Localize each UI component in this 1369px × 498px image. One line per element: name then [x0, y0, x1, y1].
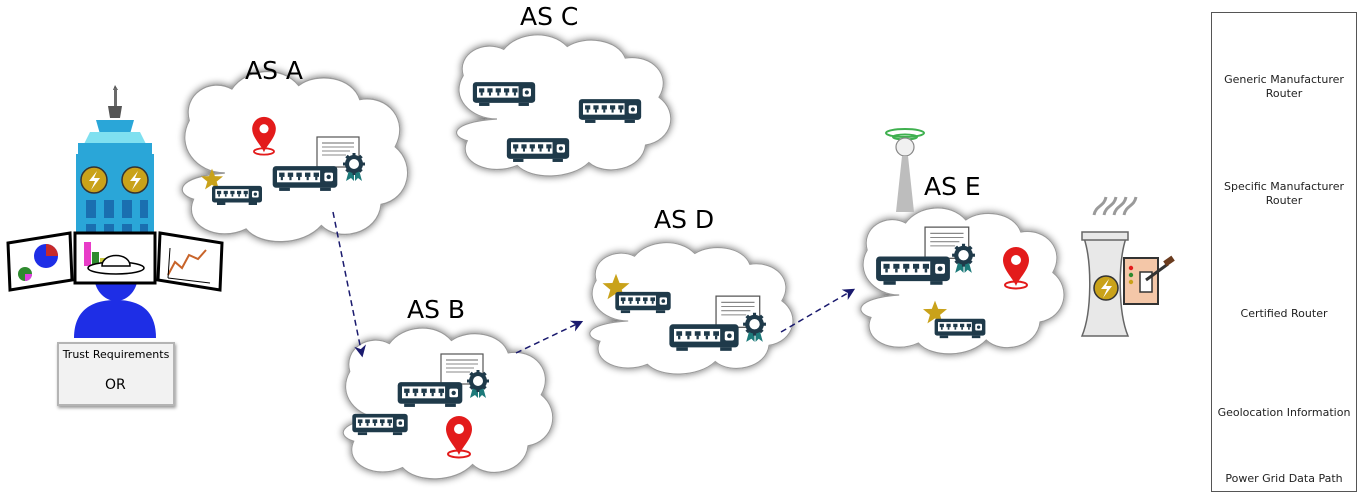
legend-data-path-label: Power Grid Data Path — [1225, 472, 1343, 485]
power-plant-icon — [1080, 196, 1175, 337]
legend-geolocation-label: Geolocation Information — [1217, 406, 1351, 419]
router-icon — [615, 291, 671, 314]
monitor-right-icon — [156, 231, 224, 292]
legend-generic-router-label: Generic Manufacturer Router — [1224, 73, 1344, 100]
as-a-label: AS A — [245, 56, 304, 85]
trust-or-text: OR — [105, 377, 126, 393]
router-icon — [578, 99, 642, 123]
router-icon — [506, 138, 570, 162]
router-icon — [212, 185, 262, 205]
cell-tower-icon — [885, 128, 925, 212]
power-grid-data-path — [332, 211, 856, 358]
router-icon — [472, 82, 536, 106]
certified-router-icon — [397, 382, 463, 407]
certified-router-icon — [876, 256, 950, 285]
trust-requirements-title: Trust Requirements — [62, 348, 170, 361]
geolocation-pin-icon — [251, 116, 277, 156]
router-icon — [352, 413, 408, 436]
monitor-left-icon — [6, 231, 74, 292]
geolocation-pin-icon — [1002, 246, 1030, 290]
white-hat-icon — [87, 254, 145, 275]
legend-specific-router-label: Specific Manufacturer Router — [1223, 180, 1344, 207]
as-d-label: AS D — [654, 205, 715, 234]
as-b-label: AS B — [407, 295, 466, 324]
as-c-label: AS C — [520, 2, 579, 31]
router-icon — [934, 318, 986, 339]
geolocation-pin-icon — [444, 414, 474, 459]
legend-certified-router-label: Certified Router — [1240, 307, 1328, 320]
as-a-cloud — [181, 70, 409, 243]
trust-requirements-box: Trust Requirements OR — [57, 342, 175, 406]
legend-panel — [1211, 12, 1357, 492]
as-e-label: AS E — [924, 172, 981, 201]
certified-router-icon — [272, 166, 338, 191]
certified-router-icon — [669, 324, 739, 351]
